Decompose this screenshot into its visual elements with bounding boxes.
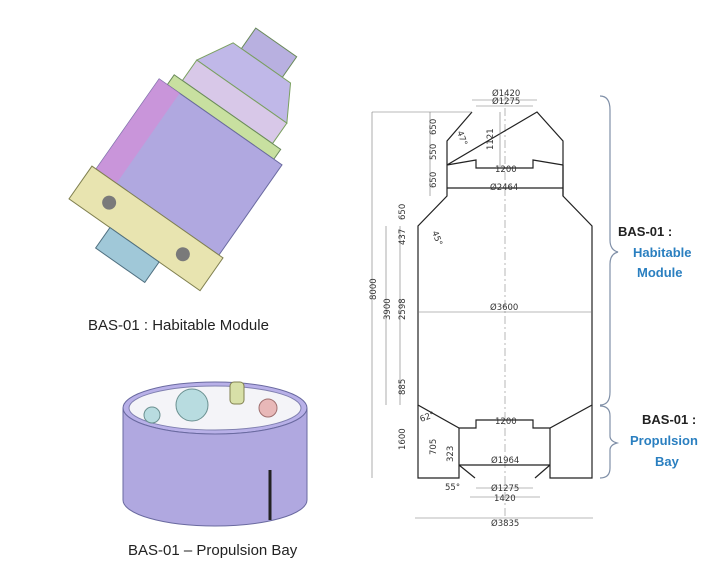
dim-1600: 1600	[398, 428, 408, 450]
technical-drawing: Ø1420 Ø1275 650 47° 1121 550 1200 650 Ø2…	[369, 88, 593, 529]
dim-bottom-1420: 1420	[494, 494, 516, 504]
caption-habitable-module: BAS-01 : Habitable Module	[88, 317, 269, 334]
caption-propulsion-bay: BAS-01 – Propulsion Bay	[128, 542, 298, 559]
dim-angle-62: 62°	[419, 410, 437, 425]
dim-1121: 1121	[486, 128, 496, 150]
dim-650-b: 650	[429, 172, 439, 188]
propulsion-label-line2: Bay	[655, 454, 680, 469]
propulsion-label-line1: Propulsion	[630, 433, 698, 448]
dim-885: 885	[398, 379, 408, 395]
dim-top-inner-dia: Ø1275	[492, 96, 520, 107]
propulsion-label-prefix: BAS-01 :	[642, 412, 696, 427]
dim-323: 323	[446, 446, 456, 462]
propulsion-brace	[599, 405, 620, 479]
dim-bottom-inner-dia: Ø1964	[491, 455, 519, 466]
dim-650-top: 650	[429, 119, 439, 135]
dim-top-outer-dia: Ø1420	[492, 88, 520, 99]
propulsion-bay-render	[122, 381, 308, 527]
dim-1200-bottom: 1200	[495, 417, 517, 427]
dim-bottom-nozzle-dia: Ø1275	[491, 483, 519, 494]
dim-base-dia: Ø3835	[491, 518, 519, 529]
dim-550: 550	[429, 144, 439, 160]
habitable-brace	[599, 95, 619, 406]
dim-2598: 2598	[398, 298, 408, 320]
dim-3900: 3900	[383, 298, 393, 320]
dim-705: 705	[429, 439, 439, 455]
dim-8000: 8000	[369, 278, 379, 300]
habitable-module-render	[68, 27, 298, 292]
dim-angle-47: 47°	[454, 130, 469, 148]
habitable-label-line2: Module	[637, 265, 683, 280]
dim-mid-dia: Ø2464	[490, 182, 518, 193]
dim-650-c: 650	[398, 204, 408, 220]
dim-main-dia: Ø3600	[490, 302, 518, 313]
habitable-label-prefix: BAS-01 :	[618, 224, 672, 239]
dim-angle-45: 45°	[429, 230, 444, 248]
dim-1200-top: 1200	[495, 165, 517, 175]
habitable-label-line1: Habitable	[633, 245, 692, 260]
dim-angle-55: 55°	[445, 483, 460, 493]
dim-437: 437	[398, 229, 408, 245]
